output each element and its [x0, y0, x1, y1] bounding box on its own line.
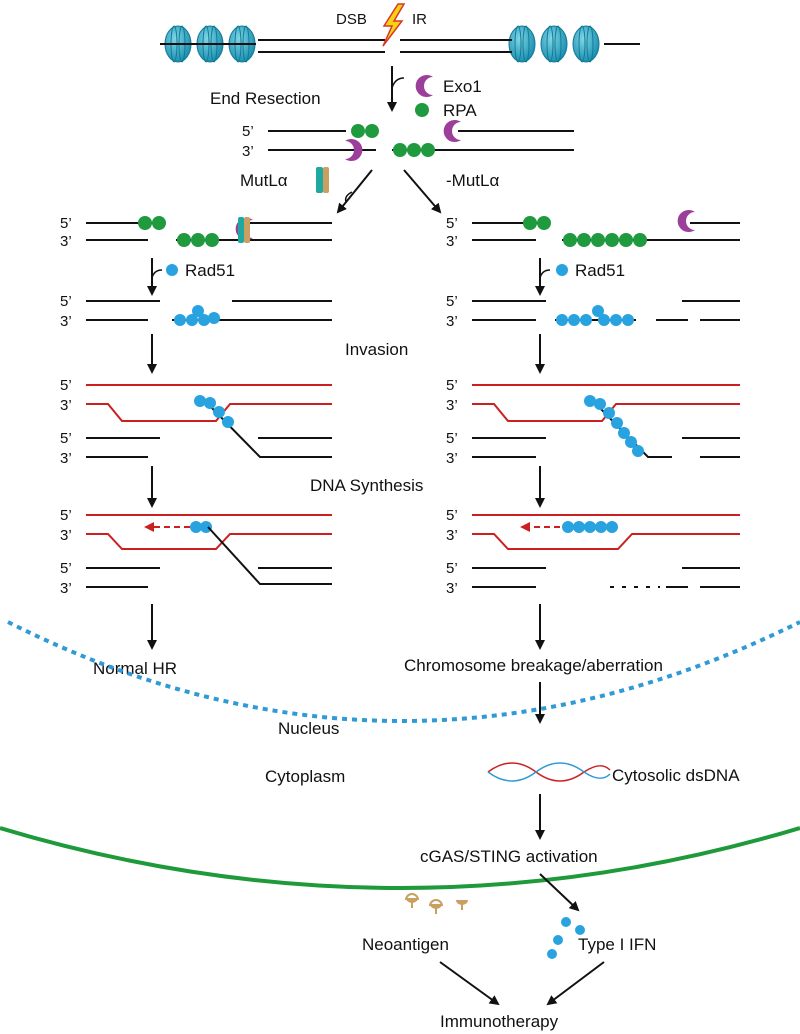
rpa-label: RPA [443, 101, 477, 120]
nucleus-label: Nucleus [278, 719, 339, 738]
strand-3-label: 3’ [60, 397, 72, 414]
strand-3-label: 3’ [446, 450, 458, 467]
neoantigen-label: Neoantigen [362, 935, 449, 954]
cgas-sting-label: cGAS/STING activation [420, 847, 598, 866]
strand-5-label: 5’ [242, 123, 254, 140]
normal-hr-label: Normal HR [93, 659, 177, 678]
resected-duplex: 5’ 3’ [242, 120, 574, 161]
strand-5-label: 5’ [446, 430, 458, 447]
minus-mutla-label: -MutLα [446, 171, 499, 190]
strand-3-label: 3’ [446, 397, 458, 414]
strand-3-label: 3’ [446, 233, 458, 250]
right-pathway: 5’ 3’ Rad51 5’ 3’ Invasion [310, 210, 740, 724]
exo1-icon [677, 210, 695, 232]
strand-5-label: 5’ [60, 430, 72, 447]
strand-3-label: 3’ [446, 527, 458, 544]
ifn-dots-icon [547, 917, 585, 959]
cell-membrane [0, 826, 800, 890]
strand-5-label: 5’ [60, 377, 72, 394]
extracellular-pathway: Neoantigen Type I IFN Immunotherapy [362, 873, 656, 1031]
strand-5-label: 5’ [446, 507, 458, 524]
strand-3-label: 3’ [242, 143, 254, 160]
cytosolic-dsdna-label: Cytosolic dsDNA [612, 766, 740, 785]
rad51-icon [166, 264, 178, 276]
immunotherapy-label: Immunotherapy [440, 1012, 559, 1031]
strand-5-label: 5’ [60, 507, 72, 524]
strand-5-label: 5’ [446, 560, 458, 577]
end-resection-label: End Resection [210, 89, 321, 108]
strand-3-label: 3’ [60, 527, 72, 544]
strand-3-label: 3’ [60, 450, 72, 467]
cytoplasm-pathway: Cytosolic dsDNA cGAS/STING activation [420, 762, 740, 866]
nuclear-envelope [7, 620, 800, 723]
exo1-icon [415, 75, 433, 97]
rad51-label-right: Rad51 [575, 261, 625, 280]
receptor-icon [405, 893, 468, 914]
rpa-icon [415, 103, 429, 117]
top-dsb-panel: DSB IR [160, 3, 640, 63]
strand-5-label: 5’ [446, 293, 458, 310]
lightning-icon [382, 3, 406, 47]
strand-3-label: 3’ [446, 313, 458, 330]
mutla-icon [316, 167, 329, 193]
rad51-label-left: Rad51 [185, 261, 235, 280]
invasion-label: Invasion [345, 340, 408, 359]
strand-3-label: 3’ [60, 580, 72, 597]
rad51-icon [556, 264, 568, 276]
strand-5-label: 5’ [446, 377, 458, 394]
strand-3-label: 3’ [60, 313, 72, 330]
type1-ifn-label: Type I IFN [578, 935, 656, 954]
cytoplasm-label: Cytoplasm [265, 767, 345, 786]
dsdna-helix-icon [487, 762, 611, 782]
branch-arrows: MutLα -MutLα [240, 167, 499, 214]
left-pathway: 5’ 3’ Rad51 5’ 3’ 5’ [60, 215, 332, 678]
mutla-icon [238, 217, 250, 243]
strand-5-label: 5’ [446, 215, 458, 232]
ir-label: IR [412, 11, 427, 28]
dsb-label: DSB [336, 11, 367, 28]
strand-5-label: 5’ [60, 560, 72, 577]
end-resection-step: End Resection Exo1 RPA [210, 66, 482, 120]
dna-synthesis-label: DNA Synthesis [310, 476, 423, 495]
exo1-label: Exo1 [443, 77, 482, 96]
mutla-label: MutLα [240, 171, 288, 190]
strand-5-label: 5’ [60, 293, 72, 310]
chromosome-breakage-label: Chromosome breakage/aberration [404, 656, 663, 675]
strand-3-label: 3’ [60, 233, 72, 250]
strand-5-label: 5’ [60, 215, 72, 232]
strand-3-label: 3’ [446, 580, 458, 597]
